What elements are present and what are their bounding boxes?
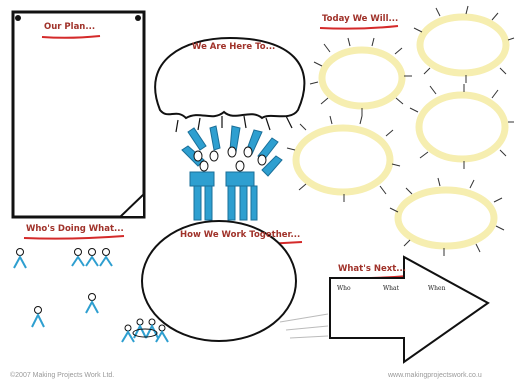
sun-bubble: [415, 91, 509, 163]
next-column-what: What: [383, 285, 400, 292]
next-column-who: Who: [337, 285, 351, 292]
sun-bubbles: [292, 13, 510, 250]
purpose-bubble: [154, 36, 306, 133]
sun-bubble: [416, 13, 510, 77]
roles-title: Who's Doing What...: [26, 224, 124, 234]
pin-icon: [15, 15, 21, 21]
our-plan-board: [11, 10, 146, 219]
together-circle: [141, 220, 297, 342]
sun-rays: [286, 5, 515, 256]
next-arrow: [279, 255, 490, 364]
sun-bubble: [318, 46, 406, 110]
sun-bubble: [394, 186, 498, 250]
sun-bubble: [292, 124, 394, 196]
today-title: Today We Will...: [322, 14, 399, 24]
team-heads: [193, 146, 267, 172]
copyright-footer: ©2007 Making Projects Work Ltd.: [10, 372, 115, 379]
purpose-title: We Are Here To...: [192, 42, 276, 52]
team-figures: [181, 125, 283, 221]
next-title: What's Next...: [338, 264, 406, 274]
together-title: How We Work Together...: [180, 230, 301, 240]
our-plan-title: Our Plan...: [44, 22, 96, 32]
next-column-when: When: [428, 285, 446, 292]
role-figures: [13, 248, 169, 343]
pin-icon: [135, 15, 141, 21]
website-footer: www.makingprojectswork.co.u: [388, 372, 482, 379]
